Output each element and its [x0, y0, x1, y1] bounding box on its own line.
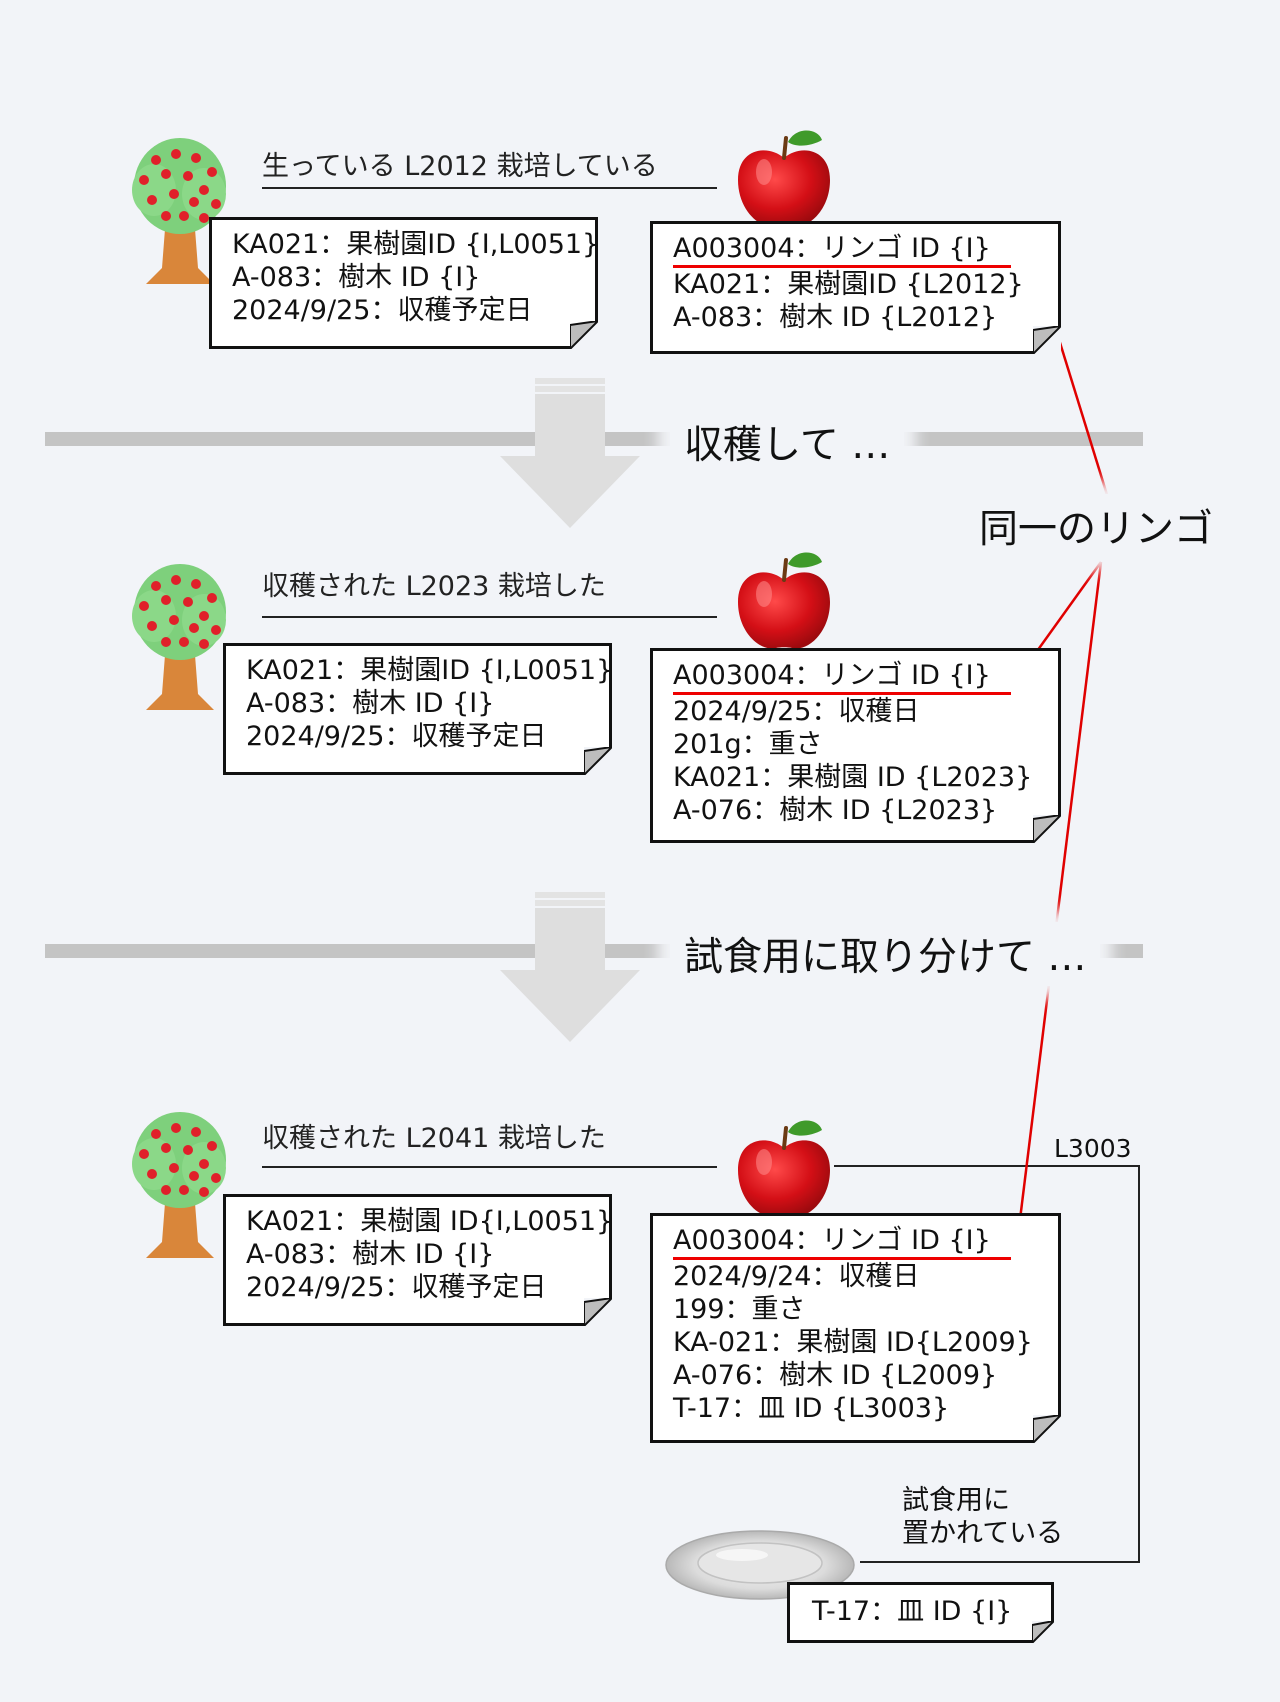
card-row: A-083：樹木 ID {I} — [246, 688, 495, 719]
plate-caption-line: 試食用に — [902, 1485, 1010, 1516]
card-row: A-083：樹木 ID {I} — [232, 262, 481, 293]
page-fold-icon — [1033, 1415, 1061, 1443]
down-arrow-icon — [500, 378, 640, 528]
page-fold-icon — [1032, 1621, 1054, 1643]
page-fold-icon — [584, 1298, 612, 1326]
card-row: A-083：樹木 ID {L2012} — [673, 302, 998, 333]
apple-info-card: A003004：リンゴ ID {I} 2024/9/25：収穫日 201g：重さ… — [650, 648, 1061, 843]
card-row: 2024/9/25：収穫予定日 — [246, 721, 547, 752]
card-row: A-076：樹木 ID {L2023} — [673, 795, 998, 826]
card-row: A-083：樹木 ID {I} — [246, 1239, 495, 1270]
apple-id-row: A003004：リンゴ ID {I} — [673, 232, 1011, 268]
apple-info-card: A003004：リンゴ ID {I} KA021：果樹園ID {L2012} A… — [650, 221, 1061, 354]
stage-title: 収穫された L2041 栽培した — [262, 1123, 606, 1154]
card-row: T-17：皿 ID {L3003} — [673, 1393, 950, 1424]
plate-relation-label: L3003 — [1054, 1134, 1132, 1163]
card-row: 2024/9/24：収穫日 — [673, 1261, 920, 1292]
card-row: KA021：果樹園ID {I,L0051} — [246, 655, 614, 686]
card-row: KA021：果樹園ID {I,L0051} — [232, 229, 600, 260]
card-row: T-17：皿 ID {I} — [812, 1596, 1013, 1627]
card-row: A-076：樹木 ID {L2009} — [673, 1360, 998, 1391]
apple-icon — [736, 550, 832, 651]
card-row: KA021：果樹園 ID{I,L0051} — [246, 1206, 614, 1237]
tree-info-card: KA021：果樹園ID {I,L0051} A-083：樹木 ID {I} 20… — [209, 217, 600, 349]
transition-label: 試食用に取り分けて … — [670, 922, 1101, 986]
down-arrow-icon — [500, 892, 640, 1042]
card-row: KA-021：果樹園 ID{L2009} — [673, 1327, 1033, 1358]
apple-info-card: A003004：リンゴ ID {I} 2024/9/24：収穫日 199：重さ … — [650, 1213, 1061, 1443]
card-row: 2024/9/25：収穫日 — [673, 696, 920, 727]
apple-icon — [736, 1118, 832, 1219]
apple-tree-icon — [132, 1112, 226, 1258]
apple-icon — [736, 128, 832, 229]
relation-line — [262, 187, 1140, 1563]
tree-info-card: KA021：果樹園 ID{I,L0051} A-083：樹木 ID {I} 20… — [223, 1194, 614, 1326]
card-row: 199：重さ — [673, 1294, 806, 1325]
page-fold-icon — [570, 321, 598, 349]
card-row: 2024/9/25：収穫予定日 — [246, 1272, 547, 1303]
card-row: KA021：果樹園 ID {L2023} — [673, 762, 1033, 793]
stage-title: 収穫された L2023 栽培した — [262, 571, 606, 602]
card-row: 201g：重さ — [673, 729, 823, 760]
plate-caption-line: 置かれている — [902, 1518, 1064, 1549]
same-apple-label: 同一のリンゴ — [965, 494, 1228, 558]
card-row: KA021：果樹園ID {L2012} — [673, 269, 1024, 300]
plate-caption: 試食用に 置かれている — [902, 1484, 1063, 1550]
apple-id-row: A003004：リンゴ ID {I} — [673, 659, 1011, 695]
transition-label: 収穫して … — [670, 410, 905, 474]
card-row: 2024/9/25：収穫予定日 — [232, 295, 533, 326]
apple-tree-icon — [132, 564, 226, 710]
page-fold-icon — [1033, 815, 1061, 843]
page-fold-icon — [584, 747, 612, 775]
plate-info-card: T-17：皿 ID {I} — [787, 1582, 1054, 1643]
tree-info-card: KA021：果樹園ID {I,L0051} A-083：樹木 ID {I} 20… — [223, 643, 614, 775]
stage-title: 生っている L2012 栽培している — [262, 151, 658, 182]
apple-id-row: A003004：リンゴ ID {I} — [673, 1224, 1011, 1260]
page-fold-icon — [1033, 326, 1061, 354]
